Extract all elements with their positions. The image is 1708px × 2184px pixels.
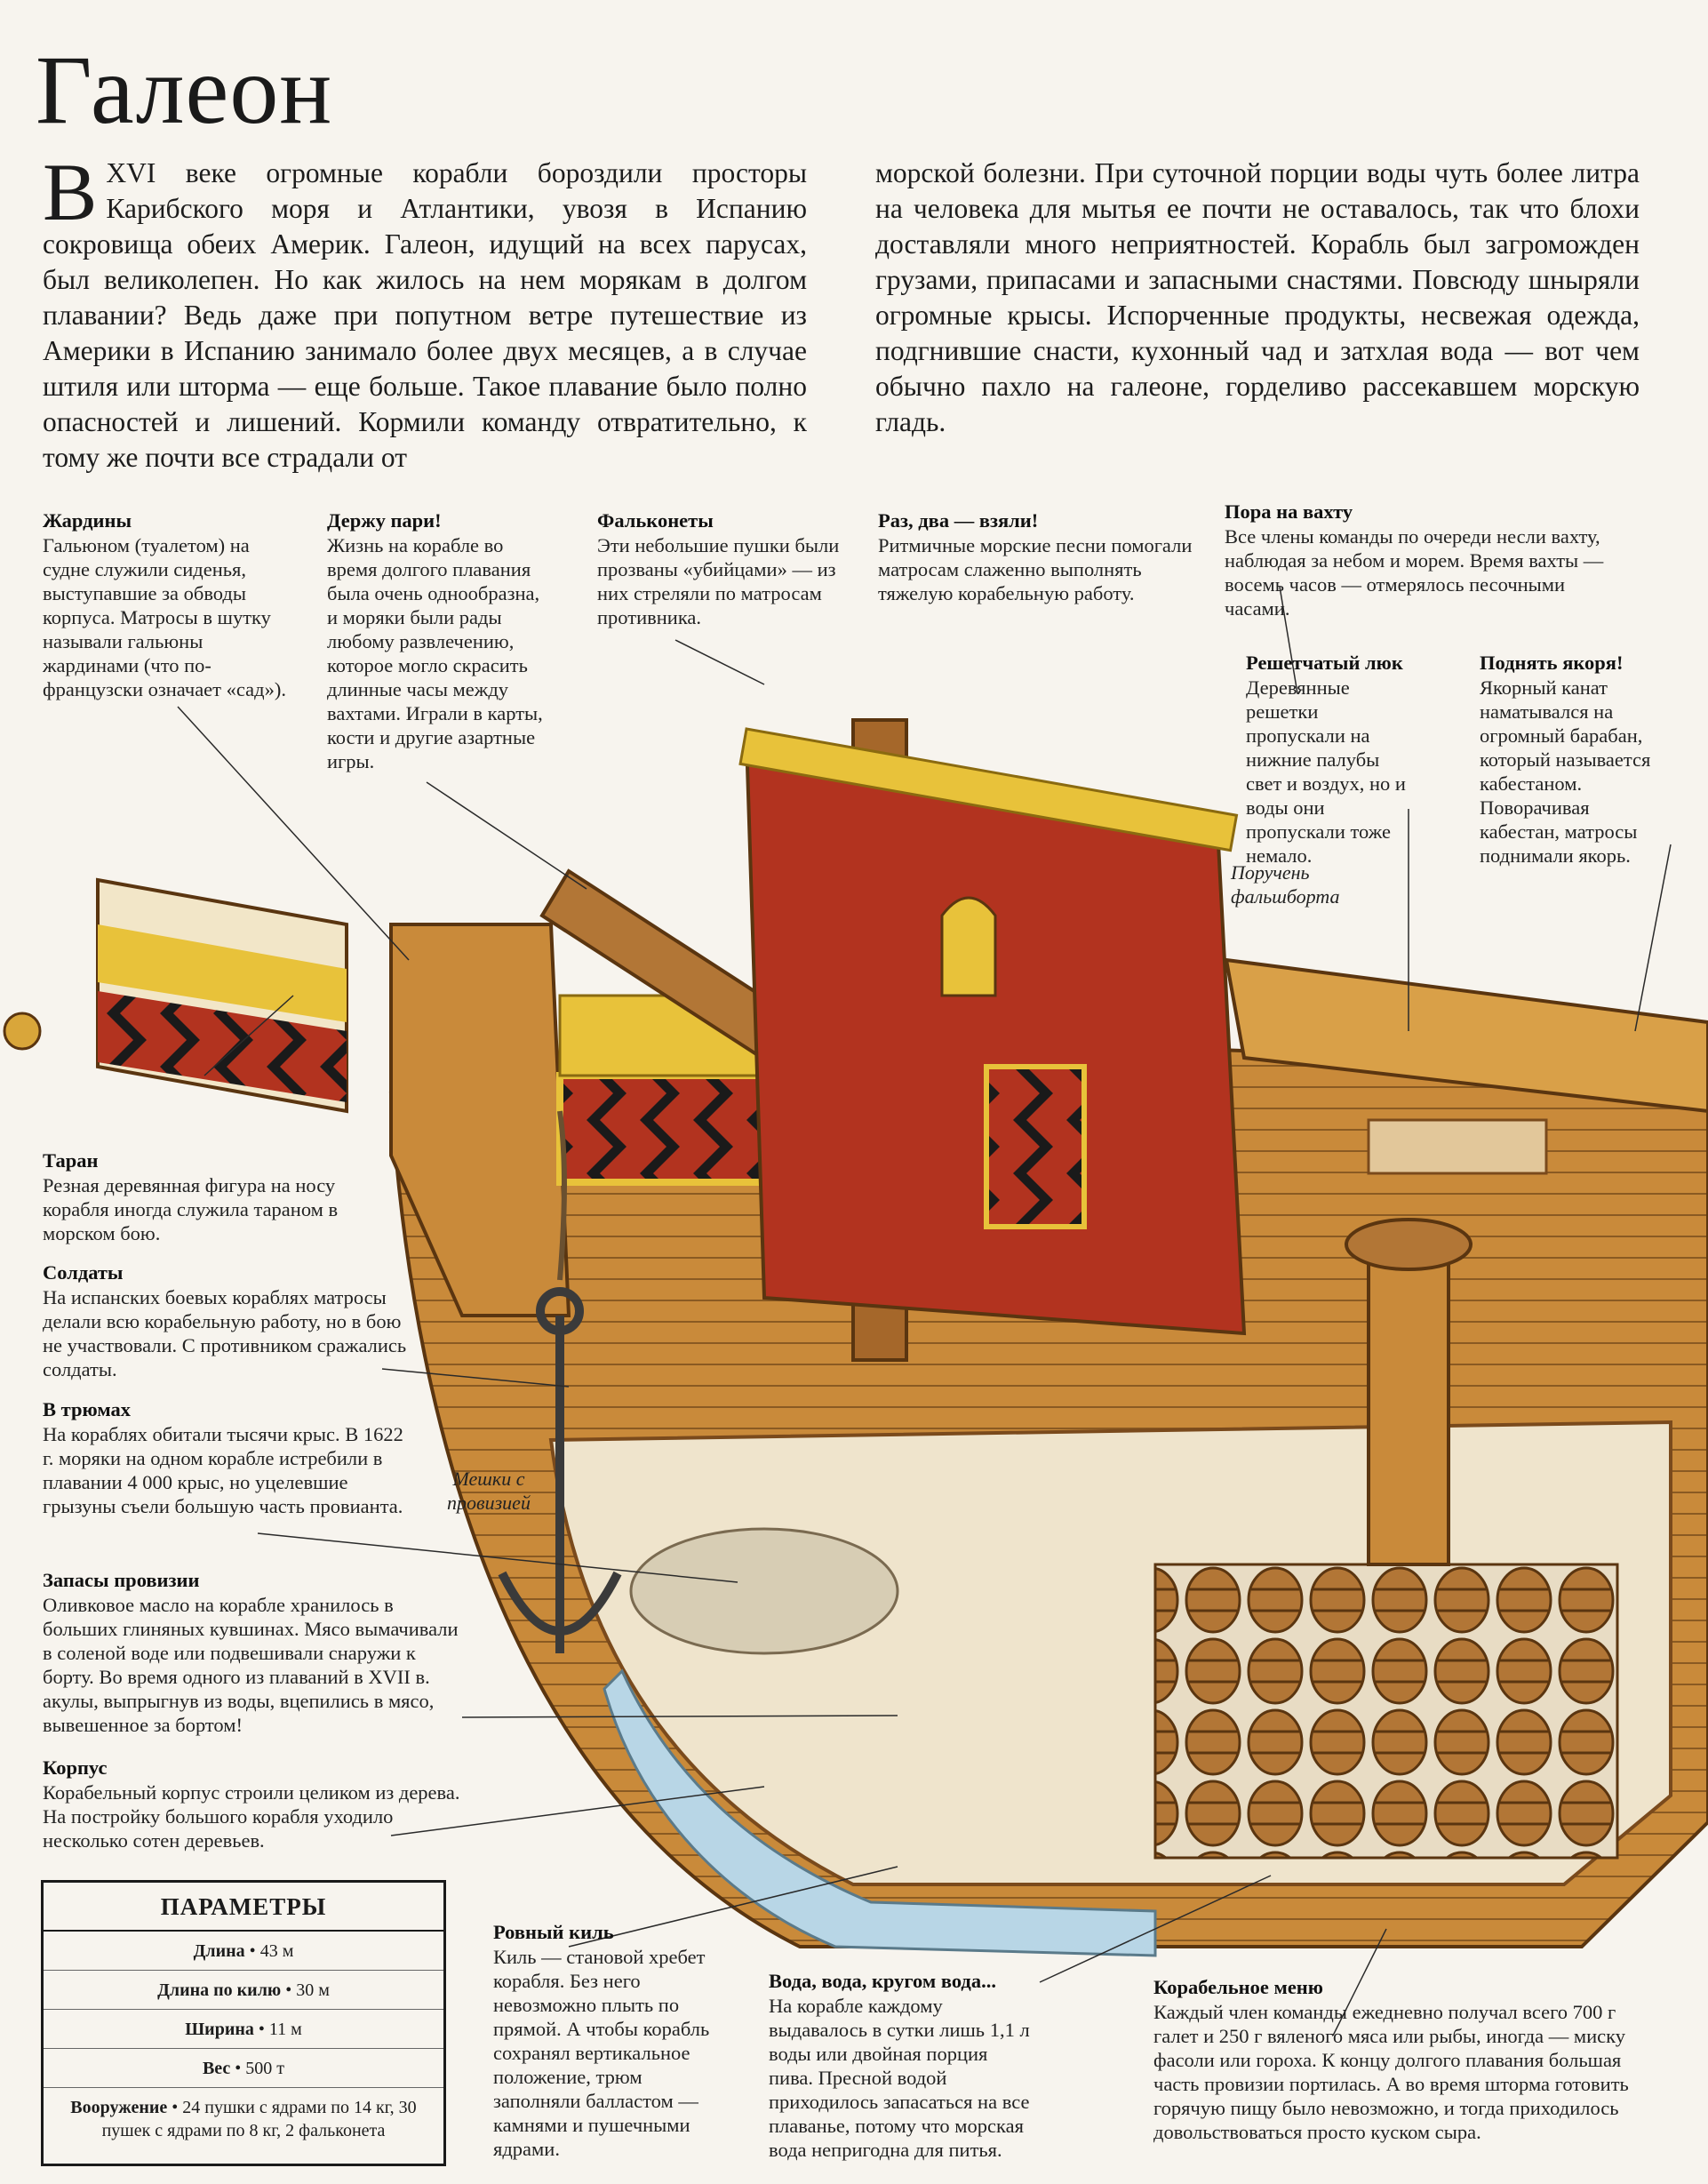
param-row: Вес • 500 т <box>44 2049 443 2088</box>
note-heading: Таран <box>43 1149 99 1172</box>
beakhead-chevron <box>98 991 347 1102</box>
note-text: Деревянные решетки пропускали на нижние … <box>1246 676 1406 867</box>
param-row: Длина • 43 м <box>44 1932 443 1971</box>
grating-hatch <box>1367 1118 1548 1175</box>
note-heading: Жардины <box>43 509 132 532</box>
note-text: Каждый член команды ежедневно получал вс… <box>1153 2001 1629 2143</box>
param-label: Ширина <box>185 2020 254 2039</box>
note-text: На кораблях обитали тысячи крыс. В 1622 … <box>43 1423 403 1517</box>
label-poruchen: Поручень фальшборта <box>1231 861 1340 908</box>
keel-ballast <box>603 1668 1157 1957</box>
param-label: Вооружение <box>70 2098 168 2117</box>
note-heading: Солдаты <box>43 1261 124 1284</box>
note-heading: Запасы провизии <box>43 1569 200 1591</box>
param-row: Вооружение • 24 пушки с ядрами по 14 кг,… <box>70 2098 417 2140</box>
intro-right-column: морской болезни. При суточной порции вод… <box>875 157 1640 437</box>
note-heading: Ровный киль <box>493 1921 614 1943</box>
param-value: 24 пушки с ядрами по 14 кг, 30 пушек с я… <box>101 2098 417 2140</box>
param-value: 30 м <box>296 1980 330 2000</box>
note-text: Якорный канат наматывался на огромный ба… <box>1480 676 1651 867</box>
page-title: Галеон <box>36 36 333 144</box>
intro-left-text: XVI веке огромные корабли бороздили прос… <box>43 157 807 473</box>
anchor-cable <box>557 1110 567 1281</box>
note-heading: Корабельное меню <box>1153 1976 1323 1998</box>
note-text: На корабле каждому выдавалось в сутки ли… <box>769 1995 1030 2161</box>
param-label: Вес <box>202 2059 231 2078</box>
sterncastle-arch-window <box>940 896 997 997</box>
note-v-tryumakh: В трюмах На кораблях обитали тысячи крыс… <box>43 1397 416 1518</box>
provision-sacks <box>629 1527 899 1655</box>
note-podnyat-yakorya: Поднять якоря! Якорный канат наматывался… <box>1480 651 1671 868</box>
note-text: На испанских боевых кораблях матросы дел… <box>43 1286 407 1380</box>
parameters-table: ПАРАМЕТРЫ Длина • 43 м Длина по килю • 3… <box>41 1880 446 2166</box>
note-text: Киль — становой хребет корабля. Без него… <box>493 1946 710 2160</box>
note-pora-na-vakhtu: Пора на вахту Все члены команды по очере… <box>1225 500 1616 620</box>
sterncastle-trim <box>738 727 1239 852</box>
note-jardiny: Жардины Гальюном (туалетом) на судне слу… <box>43 508 300 701</box>
main-deck <box>1224 957 1708 1114</box>
param-label: Длина по килю <box>157 1980 282 2000</box>
note-heading: Фальконеты <box>597 509 714 532</box>
note-text: Резная деревянная фигура на носу корабля… <box>43 1174 339 1244</box>
note-heading: Корпус <box>43 1756 108 1779</box>
note-voda: Вода, вода, кругом вода... На корабле ка… <box>769 1969 1035 2162</box>
anchor <box>498 1287 622 1653</box>
param-value: 11 м <box>268 2020 302 2039</box>
drop-cap: В <box>43 147 98 237</box>
note-text: Корабельный корпус строили целиком из де… <box>43 1781 460 1852</box>
note-reshetchaty-lyuk: Решетчатый люк Деревянные решетки пропус… <box>1246 651 1415 868</box>
note-text: Жизнь на корабле во время долгого плаван… <box>327 534 543 772</box>
ram-figurehead <box>3 1012 42 1051</box>
param-label: Длина <box>193 1941 245 1961</box>
note-korpus: Корпус Корабельный корпус строили целико… <box>43 1756 469 1852</box>
note-text: Оливковое масло на корабле хранилось в б… <box>43 1594 459 1736</box>
note-heading: Держу пари! <box>327 509 442 532</box>
param-row: Ширина • 11 м <box>44 2010 443 2049</box>
note-heading: Решетчатый люк <box>1246 652 1403 674</box>
leader-lines <box>177 586 1672 2036</box>
note-text: Все члены команды по очереди несли вахту… <box>1225 525 1604 620</box>
note-heading: Вода, вода, кругом вода... <box>769 1970 996 1992</box>
param-value: 500 т <box>245 2059 285 2078</box>
note-heading: В трюмах <box>43 1398 132 1420</box>
capstan <box>1367 1243 1450 1566</box>
note-text: Ритмичные морские песни помогали матроса… <box>878 534 1193 604</box>
forecastle <box>389 923 571 1317</box>
parameters-title: ПАРАМЕТРЫ <box>44 1883 443 1932</box>
sterncastle-chevron <box>984 1064 1087 1229</box>
note-zapasy: Запасы провизии Оливковое масло на кораб… <box>43 1568 469 1737</box>
param-row: Длина по килю • 30 м <box>44 1971 443 2010</box>
note-heading: Поднять якоря! <box>1480 652 1624 674</box>
note-derzhu-pari: Держу пари! Жизнь на корабле во время до… <box>327 508 549 773</box>
note-menyu: Корабельное меню Каждый член команды еже… <box>1153 1975 1656 2144</box>
param-value: 43 м <box>259 1941 294 1961</box>
note-text: Эти небольшие пушки были прозваны «убийц… <box>597 534 840 628</box>
note-text: Гальюном (туалетом) на судне служили сид… <box>43 534 286 700</box>
note-soldaty: Солдаты На испанских боевых кораблях мат… <box>43 1260 425 1381</box>
note-falkonety: Фальконеты Эти небольшие пушки были проз… <box>597 508 846 629</box>
note-heading: Раз, два — взяли! <box>878 509 1039 532</box>
note-rovny-kil: Ровный киль Киль — становой хребет кораб… <box>493 1920 720 2161</box>
beakhead-yellow <box>98 924 347 1022</box>
barrels-cargo <box>1153 1563 1619 1860</box>
note-heading: Пора на вахту <box>1225 500 1353 523</box>
note-raz-dva: Раз, два — взяли! Ритмичные морские песн… <box>878 508 1198 605</box>
note-taran: Таран Резная деревянная фигура на носу к… <box>43 1148 363 1245</box>
label-meshki: Мешки с провизией <box>447 1468 531 1514</box>
galleon-illustration <box>3 586 1708 2036</box>
